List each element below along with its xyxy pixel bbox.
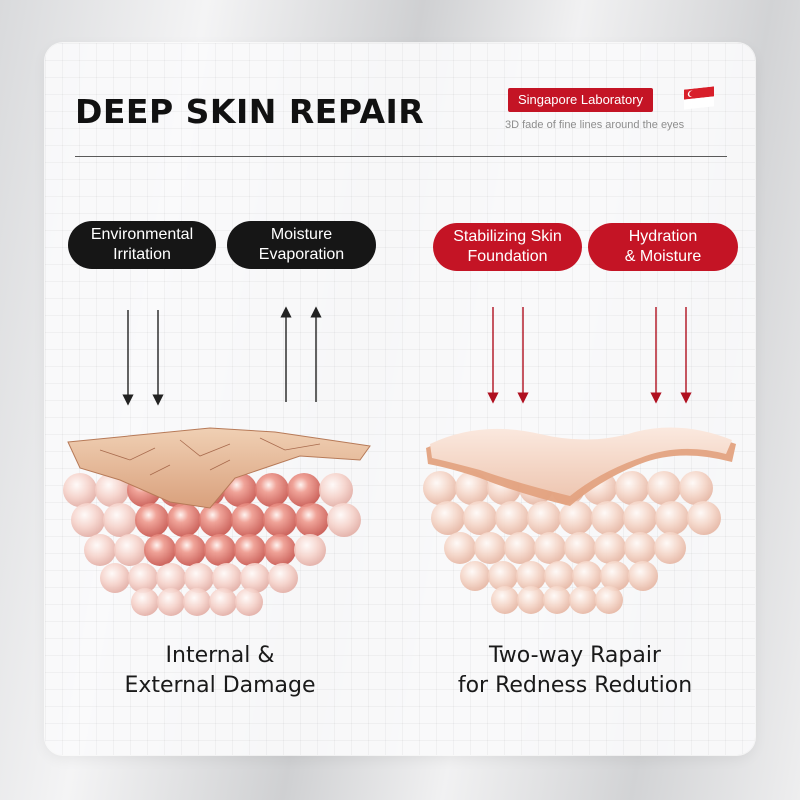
skin-cell — [157, 588, 185, 616]
down-arrows-left — [122, 310, 164, 406]
skin-cell — [264, 534, 296, 566]
skin-cell — [235, 588, 263, 616]
skin-cell — [527, 501, 561, 535]
skin-cell — [455, 471, 489, 505]
lab-subtitle: 3D fade of fine lines around the eyes — [505, 119, 685, 131]
skin-cell — [687, 501, 721, 535]
skin-cell — [488, 561, 518, 591]
skin-cell — [84, 534, 116, 566]
down-arrows-right — [487, 307, 692, 404]
skin-cell — [174, 534, 206, 566]
skin-cell — [543, 586, 571, 614]
skin-cell — [231, 503, 265, 537]
lab-badge: Singapore Laboratory — [508, 88, 654, 112]
skin-cell — [268, 563, 298, 593]
up-arrows-left — [280, 306, 322, 402]
skin-cell — [572, 561, 602, 591]
skin-cell — [144, 534, 176, 566]
skin-cell — [327, 503, 361, 537]
skin-cell — [128, 563, 158, 593]
skin-cell — [623, 501, 657, 535]
skin-cell — [234, 534, 266, 566]
skin-cell — [517, 586, 545, 614]
skin-cell — [131, 588, 159, 616]
content-card — [45, 43, 755, 755]
pill-stabilizing-skin-foundation: Stabilizing Skin Foundation — [433, 223, 582, 271]
skin-cell — [504, 532, 536, 564]
skin-cell — [600, 561, 630, 591]
left-caption: Internal & External Damage — [124, 643, 316, 698]
skin-cell — [103, 503, 137, 537]
skin-cell — [628, 561, 658, 591]
skin-cell — [100, 563, 130, 593]
skin-cell — [474, 532, 506, 564]
skin-cell — [209, 588, 237, 616]
skin-cell — [564, 532, 596, 564]
skin-cell — [294, 534, 326, 566]
smooth-skin-layer — [430, 427, 732, 496]
skin-cell — [534, 532, 566, 564]
skin-cell — [255, 473, 289, 507]
skin-cell — [156, 563, 186, 593]
skin-cell — [615, 471, 649, 505]
page-title: DEEP SKIN REPAIR — [75, 92, 425, 131]
skin-cell — [295, 503, 329, 537]
skin-cell — [624, 532, 656, 564]
skin-cell — [655, 501, 689, 535]
repaired-skin-illustration — [423, 427, 736, 614]
skin-cell — [319, 473, 353, 507]
skin-cell — [595, 586, 623, 614]
skin-cell — [495, 501, 529, 535]
skin-cell — [135, 503, 169, 537]
right-caption: Two-way Rapair for Redness Redution — [457, 643, 693, 698]
skin-cell — [679, 471, 713, 505]
damaged-skin-illustration — [63, 427, 371, 616]
skin-cell — [167, 503, 201, 537]
skin-cell — [240, 563, 270, 593]
skin-cell — [114, 534, 146, 566]
skin-cell — [591, 501, 625, 535]
skin-cell — [183, 588, 211, 616]
skin-cell — [423, 471, 457, 505]
skin-cell — [71, 503, 105, 537]
pill-moisture-evaporation: Moisture Evaporation — [227, 221, 376, 269]
skin-cell — [491, 586, 519, 614]
pill-environmental-irritation: Environmental Irritation — [68, 221, 216, 269]
pill-hydration-moisture: Hydration & Moisture — [588, 223, 738, 271]
skin-cell — [463, 501, 497, 535]
skin-cell — [199, 503, 233, 537]
skin-cell — [63, 473, 97, 507]
skin-cell — [95, 473, 129, 507]
skin-cell — [559, 501, 593, 535]
skin-cell — [594, 532, 626, 564]
skin-cell — [263, 503, 297, 537]
skin-cell — [287, 473, 321, 507]
skin-cell — [444, 532, 476, 564]
skin-cell — [204, 534, 236, 566]
header-divider — [75, 156, 727, 157]
cell-cluster — [423, 471, 721, 614]
skin-cell — [544, 561, 574, 591]
cell-cluster — [63, 473, 361, 616]
skin-cell — [654, 532, 686, 564]
skin-cell — [184, 563, 214, 593]
skin-cell — [212, 563, 242, 593]
skin-cell — [431, 501, 465, 535]
skin-cell — [569, 586, 597, 614]
singapore-flag-icon — [684, 86, 714, 110]
skin-cell — [516, 561, 546, 591]
skin-cell — [460, 561, 490, 591]
skin-cell — [647, 471, 681, 505]
